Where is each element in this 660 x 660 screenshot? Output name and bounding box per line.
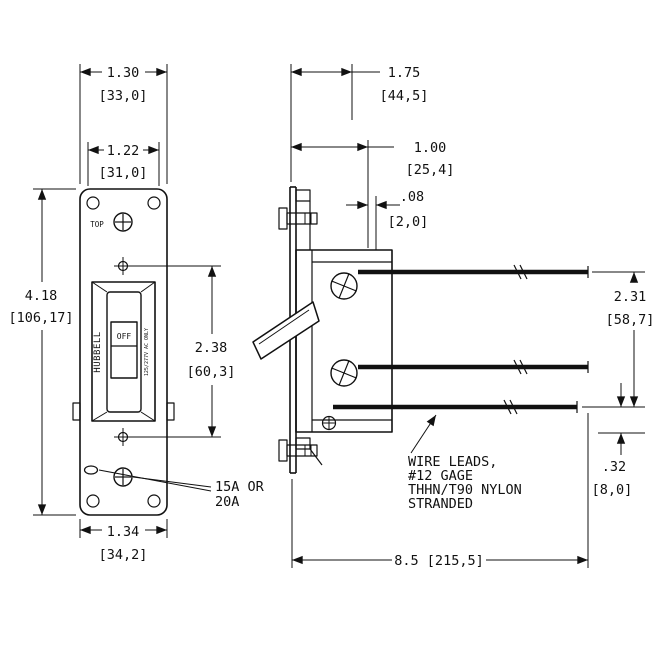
label-brand: HUBBELL <box>93 331 103 372</box>
dim-front-body-height: 2.38 [60,3] <box>131 265 236 438</box>
label-off: OFF <box>117 332 132 341</box>
dim-side-body-depth: 1.00 [25,4] <box>291 140 454 248</box>
dim-text-metric: [33,0] <box>99 88 148 104</box>
dim-text-metric: [60,3] <box>187 364 236 380</box>
dim-text-metric: [58,7] <box>606 312 655 328</box>
label-top: TOP <box>90 220 104 229</box>
dim-text: 1.30 <box>107 65 140 81</box>
dim-front-bottom-width: 1.34 [34,2] <box>79 519 168 563</box>
dim-side-overall-length: 8.5 [215,5] <box>291 413 589 569</box>
faceplate-corner-holes <box>72 196 175 508</box>
dim-text: 1.22 <box>107 143 140 159</box>
dim-front-top-width: 1.30 [33,0] <box>79 64 168 184</box>
rating-text-line1: 15A OR <box>215 479 265 495</box>
dim-text: 1.00 <box>414 140 447 156</box>
label-voltage: 125/277V AC ONLY <box>144 328 150 376</box>
toggle-lever <box>252 301 320 360</box>
ground-screw-icon <box>321 415 337 431</box>
dim-text: 1.75 <box>388 65 421 81</box>
wire-note: WIRE LEADS, #12 GAGE THHN/T90 NYLON STRA… <box>408 414 522 512</box>
top-strap-screw-icon <box>278 207 318 230</box>
dim-side-terminal-span: 2.31 [58,7] <box>582 271 655 408</box>
dim-text: 2.38 <box>195 340 228 356</box>
top-mounting-screw-icon <box>113 212 133 232</box>
dim-text-metric: [8,0] <box>592 482 633 498</box>
dim-text: .32 <box>602 459 626 475</box>
dim-text: 2.31 <box>614 289 647 305</box>
side-view: 1.75 [44,5] 1.00 [25,4] .08 [2,0] 2.31 [… <box>252 64 655 569</box>
dim-side-strap-to-face: 1.75 [44,5] <box>290 64 429 182</box>
wire-splice-ticks <box>503 264 589 415</box>
terminal-screw-top-icon <box>330 272 358 300</box>
dim-text-metric: [44,5] <box>380 88 429 104</box>
front-view: TOP HUBBELL OFF 125/277V AC ONLY 1.30 [3… <box>8 64 265 563</box>
faceplate <box>79 188 168 516</box>
switch-body <box>91 281 156 422</box>
dim-side-strap-offset: .08 [2,0] <box>346 189 428 250</box>
rating-note: 15A OR 20A <box>98 469 265 510</box>
bottom-mounting-screw-icon <box>83 465 133 487</box>
dim-text: .08 <box>400 189 424 205</box>
rating-text-line2: 20A <box>215 494 239 510</box>
terminal-screw-bottom-icon <box>330 359 358 387</box>
bottom-strap-screw-icon <box>278 439 318 462</box>
dim-text-metric: [2,0] <box>388 214 429 230</box>
upper-crosshair-icon <box>114 257 132 275</box>
wire-note-line3: THHN/T90 NYLON <box>408 482 522 498</box>
dim-front-inner-width: 1.22 [31,0] <box>87 142 160 186</box>
dim-text: 4.18 <box>25 288 58 304</box>
wire-leads <box>333 269 588 410</box>
dim-text-metric: [106,17] <box>8 310 73 326</box>
wire-note-line4: STRANDED <box>408 496 473 512</box>
dim-text: 8.5 [215,5] <box>394 553 483 569</box>
dim-side-lead-drop: .32 [8,0] <box>592 383 645 498</box>
dim-text-metric: [34,2] <box>99 547 148 563</box>
wire-note-line1: WIRE LEADS, <box>408 454 497 470</box>
lower-crosshair-icon <box>114 428 132 446</box>
wire-note-line2: #12 GAGE <box>408 468 473 484</box>
switch-body-side <box>295 249 393 433</box>
dim-front-height: 4.18 [106,17] <box>8 188 76 516</box>
dim-text-metric: [25,4] <box>406 162 455 178</box>
dim-text: 1.34 <box>107 524 140 540</box>
toggle-paddle <box>110 321 138 379</box>
dim-text-metric: [31,0] <box>99 165 148 181</box>
